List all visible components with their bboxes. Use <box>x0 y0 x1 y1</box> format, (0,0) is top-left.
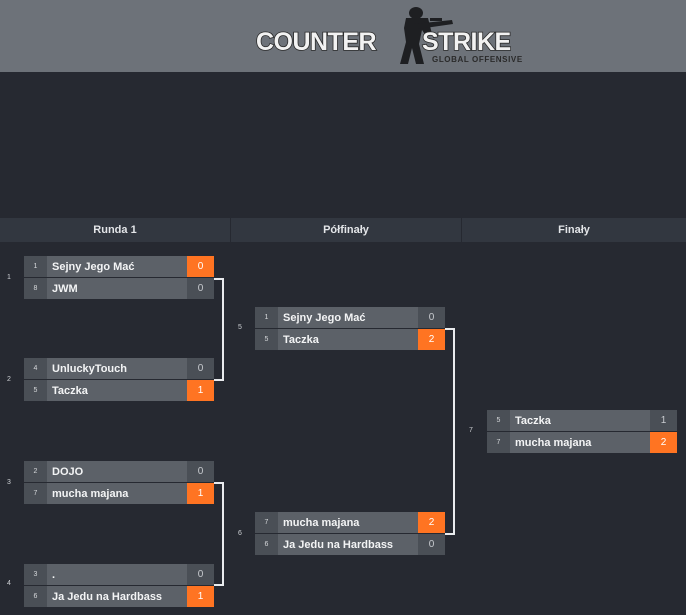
team-score: 0 <box>187 358 214 379</box>
team-seed: 7 <box>487 432 510 453</box>
bracket-connector <box>222 278 224 381</box>
bracket-connector <box>445 533 455 535</box>
team-score: 0 <box>187 278 214 299</box>
team-score: 2 <box>418 512 445 533</box>
team-seed: 6 <box>255 534 278 555</box>
team-row[interactable]: 5 Taczka 1 <box>487 410 677 431</box>
round-label-2: Półfinały <box>323 224 369 236</box>
team-score: 1 <box>650 410 677 431</box>
team-score: 2 <box>418 329 445 350</box>
team-name: mucha majana <box>515 436 592 449</box>
team-seed: 5 <box>487 410 510 431</box>
logo-word-counter: COUNTER <box>256 28 377 56</box>
team-seed: 5 <box>255 329 278 350</box>
team-name: UnluckyTouch <box>52 362 127 375</box>
match-number: 4 <box>7 580 11 587</box>
team-name: mucha majana <box>283 516 360 529</box>
team-row[interactable]: 6 Ja Jedu na Hardbass 1 <box>24 586 214 607</box>
team-row[interactable]: 7 mucha majana 1 <box>24 483 214 504</box>
team-score: 0 <box>418 307 445 328</box>
bracket-connector <box>222 482 224 586</box>
team-row[interactable]: 1 Sejny Jego Mać 0 <box>24 256 214 277</box>
team-seed: 5 <box>24 380 47 401</box>
team-score: 0 <box>187 256 214 277</box>
team-row[interactable]: 3 . 0 <box>24 564 214 585</box>
team-name: DOJO <box>52 465 84 478</box>
team-row[interactable]: 7 mucha majana 2 <box>487 432 677 453</box>
team-seed: 6 <box>24 586 47 607</box>
team-seed: 3 <box>24 564 47 585</box>
match-number: 3 <box>7 479 11 486</box>
team-name: mucha majana <box>52 487 129 500</box>
team-score: 0 <box>418 534 445 555</box>
team-name: Taczka <box>283 333 319 346</box>
team-seed: 7 <box>255 512 278 533</box>
bracket-connector <box>214 482 224 484</box>
team-row[interactable]: 5 Taczka 1 <box>24 380 214 401</box>
team-seed: 4 <box>24 358 47 379</box>
team-row[interactable]: 7 mucha majana 2 <box>255 512 445 533</box>
team-row[interactable]: 1 Sejny Jego Mać 0 <box>255 307 445 328</box>
bracket-connector <box>214 278 224 280</box>
team-seed: 7 <box>24 483 47 504</box>
team-row[interactable]: 4 UnluckyTouch 0 <box>24 358 214 379</box>
team-name: Sejny Jego Mać <box>283 311 366 324</box>
team-row[interactable]: 6 Ja Jedu na Hardbass 0 <box>255 534 445 555</box>
match-number: 2 <box>7 376 11 383</box>
team-seed: 1 <box>24 256 47 277</box>
header-banner: COUNTER STRIKE GLOBAL OFFENSIVE <box>0 0 686 72</box>
match-number: 5 <box>238 324 242 331</box>
team-name: . <box>52 568 56 581</box>
team-seed: 8 <box>24 278 47 299</box>
bracket-connector <box>214 379 224 381</box>
team-name: Sejny Jego Mać <box>52 260 135 273</box>
team-row[interactable]: 5 Taczka 2 <box>255 329 445 350</box>
match-number: 6 <box>238 530 242 537</box>
team-row[interactable]: 2 DOJO 0 <box>24 461 214 482</box>
team-name: Ja Jedu na Hardbass <box>52 590 163 603</box>
logo-subtitle: GLOBAL OFFENSIVE <box>432 55 523 64</box>
team-name: Taczka <box>515 414 551 427</box>
team-score: 0 <box>187 564 214 585</box>
round-header-bar: Runda 1 Półfinały Finały <box>0 218 686 242</box>
logo-word-strike: STRIKE <box>422 28 511 56</box>
team-seed: 2 <box>24 461 47 482</box>
round-label-1: Runda 1 <box>93 224 137 236</box>
team-name: Ja Jedu na Hardbass <box>283 538 394 551</box>
round-label-3: Finały <box>558 224 590 236</box>
team-row[interactable]: 8 JWM 0 <box>24 278 214 299</box>
team-score: 1 <box>187 586 214 607</box>
team-score: 2 <box>650 432 677 453</box>
bracket-connector <box>453 328 455 535</box>
bracket-connector <box>214 584 224 586</box>
match-number: 7 <box>469 427 473 434</box>
soldier-icon <box>400 7 453 64</box>
round-divider <box>461 218 462 242</box>
team-seed: 1 <box>255 307 278 328</box>
team-score: 1 <box>187 483 214 504</box>
counter-strike-logo: COUNTER STRIKE GLOBAL OFFENSIVE <box>256 7 523 64</box>
team-name: Taczka <box>52 384 88 397</box>
team-score: 1 <box>187 380 214 401</box>
team-score: 0 <box>187 461 214 482</box>
team-name: JWM <box>52 282 78 295</box>
match-number: 1 <box>7 274 11 281</box>
bracket-connector <box>445 328 455 330</box>
round-divider <box>230 218 231 242</box>
